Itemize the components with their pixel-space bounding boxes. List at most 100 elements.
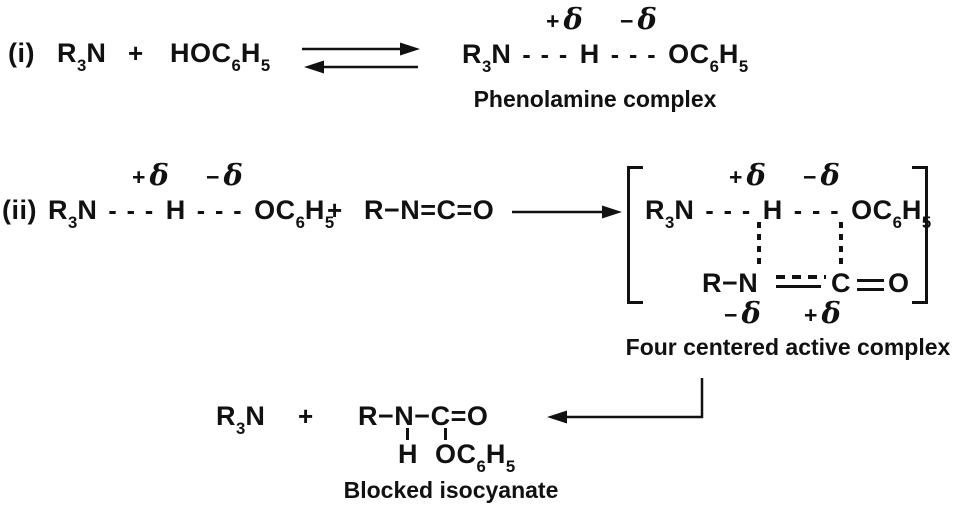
amine-formula: R3N [48, 195, 98, 231]
delta-glyph: δ [223, 158, 243, 192]
amine-formula: R3N [645, 195, 695, 231]
delta-glyph: δ [563, 2, 583, 36]
hbond-dots-icon: - - - [522, 41, 569, 69]
amine-r: R [48, 195, 68, 225]
phenol-h: H [240, 38, 261, 68]
double-bond-icon [857, 279, 884, 291]
phenoxide-head: OC [851, 195, 893, 225]
amine-n: N [491, 39, 512, 69]
phenoxide-h: H [485, 439, 506, 469]
phenolamine-complex: +δ −δ R3N - - - H - - - OC6H5 [645, 160, 931, 231]
minus-delta-sign: − [803, 164, 817, 190]
delta-minus-label: −δ [206, 158, 243, 192]
r-n-group: R−N [702, 269, 758, 297]
phenoxide-h: H [718, 39, 739, 69]
phenoxide-h: H [901, 195, 922, 225]
o-atom: O [466, 401, 489, 431]
delta-glyph: δ [821, 296, 841, 330]
four-centered-caption: Four centered active complex [625, 334, 951, 360]
phenol-head: HOC [170, 38, 232, 68]
phenoxide-head: OC [668, 39, 710, 69]
step-ii-label: (ii) [2, 195, 37, 225]
phenoxide-sub5: 5 [738, 57, 749, 77]
plus-delta-sign: + [132, 164, 146, 190]
delta-glyph: δ [149, 158, 169, 192]
double-bond-icon: = [450, 401, 467, 431]
phenol-sub6: 6 [231, 56, 241, 76]
n-atom: N [394, 401, 415, 431]
amine-formula: R3N [462, 39, 512, 75]
dotted-bond-h-n-icon [757, 222, 761, 267]
r-atom: R [702, 268, 722, 298]
amine-n: N [86, 38, 107, 68]
hydrogen-atom: H [762, 195, 783, 225]
amine-r: R [216, 401, 236, 431]
delta-plus-label: +δ [546, 2, 583, 36]
phenoxide-sub6: 6 [892, 213, 902, 233]
equilibrium-arrows-icon [302, 42, 420, 74]
delta-plus-label: +δ [804, 296, 841, 330]
phenoxide-sub5: 5 [505, 457, 516, 477]
hbond-dots-icon: - - - [196, 197, 244, 225]
delta-glyph: δ [741, 296, 761, 330]
single-bond-icon: − [378, 401, 395, 431]
four-centered-complex: +δ −δ R3N - - - H - - - OC6H5 R−N C O −δ… [627, 158, 931, 330]
phenolamine-complex: +δ −δ R3N - - - H - - - OC6H5 [48, 160, 334, 231]
left-bracket-icon [627, 166, 643, 304]
partial-bond-n-c-icon [776, 275, 826, 288]
phenoxide-head: OC [254, 195, 296, 225]
delta-minus-label: −δ [724, 296, 761, 330]
plus-sign: + [128, 38, 144, 68]
delta-minus-label: −δ [620, 4, 657, 35]
amine-sub3: 3 [482, 57, 492, 77]
n-atom: N [738, 268, 759, 298]
phenoxide-h: H [304, 195, 325, 225]
plus-delta-sign: + [546, 8, 560, 34]
delta-plus-label: +δ [729, 158, 766, 192]
hydrogen-atom: H [398, 439, 418, 469]
phenoxide-head: OC [435, 439, 477, 469]
phenoxide-sub5: 5 [324, 213, 335, 233]
product-arrow-icon [547, 378, 704, 424]
phenoxide-sub6: 6 [476, 457, 486, 477]
hbond-dots-icon: - - - [610, 41, 658, 69]
carbamate-backbone: R−N−C=O [358, 401, 528, 431]
amine-r: R [462, 39, 482, 69]
amine-sub3: 3 [665, 213, 675, 233]
minus-delta-sign: − [724, 302, 738, 328]
minus-delta-sign: − [206, 164, 220, 190]
single-bond-icon: − [722, 268, 739, 298]
plus-delta-sign: + [804, 302, 818, 328]
amine-n: N [674, 195, 695, 225]
blocked-isocyanate-structure: R−N−C=O H OC6H5 [358, 401, 528, 476]
amine-formula: R3N [57, 38, 107, 74]
phenoxide-sub5: 5 [921, 213, 932, 233]
phenolamine-caption: Phenolamine complex [473, 86, 717, 112]
step-i-label: (i) [8, 38, 35, 68]
amine-n: N [245, 401, 266, 431]
phenol-sub5: 5 [260, 56, 271, 76]
amine-r: R [645, 195, 665, 225]
amine-formula: R3N [216, 401, 266, 437]
plus-delta-sign: + [729, 164, 743, 190]
delta-minus-label: −δ [803, 158, 840, 192]
phenol-formula: HOC6H5 [170, 38, 270, 74]
dotted-bond-o-c-icon [839, 222, 843, 267]
blocked-isocyanate-caption: Blocked isocyanate [343, 477, 559, 503]
o-atom: O [888, 268, 910, 298]
phenoxide-sub6: 6 [295, 213, 305, 233]
amine-n: N [77, 195, 98, 225]
vertical-bond-c-o-icon [444, 428, 447, 440]
delta-glyph: δ [746, 158, 766, 192]
hbond-dots-icon: - - - [705, 197, 752, 225]
minus-delta-sign: − [620, 8, 634, 34]
isocyanate-formula: R−N=C=O [364, 195, 495, 225]
forward-arrow-icon [512, 205, 622, 219]
amine-sub3: 3 [77, 56, 87, 76]
delta-plus-label: +δ [132, 158, 169, 192]
c-atom: C [831, 268, 851, 298]
delta-glyph: δ [820, 158, 840, 192]
phenoxide-formula: OC6H5 [851, 195, 931, 231]
phenolamine-complex: +δ −δ R3N - - - H - - - OC6H5 [462, 4, 748, 75]
